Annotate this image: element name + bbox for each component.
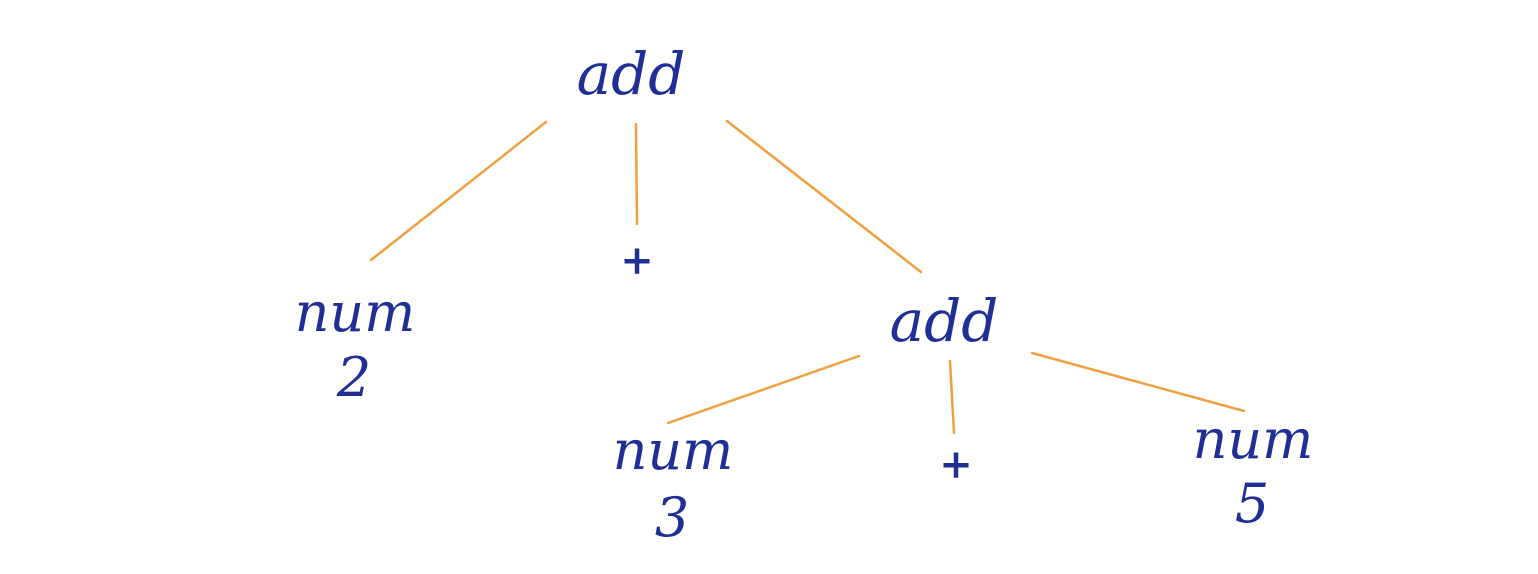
plus-2-label: +	[939, 441, 973, 488]
left-num-label: num	[295, 281, 416, 344]
inner-right-num-value: 5	[1235, 472, 1269, 535]
edge-root-to-inner-add	[725, 119, 923, 274]
edge-inner-add-to-num5	[1030, 351, 1246, 413]
root-add-label: add	[577, 40, 686, 108]
edge-root-to-num2	[369, 120, 548, 262]
inner-add-label: add	[890, 287, 999, 355]
left-num-value: 2	[336, 346, 371, 409]
plus-1-label: +	[620, 237, 654, 284]
edge-inner-add-to-plus2	[948, 359, 956, 435]
edge-root-to-plus1	[634, 122, 639, 226]
inner-right-num-label: num	[1193, 408, 1314, 471]
inner-left-num-value: 3	[655, 486, 689, 549]
inner-left-num-label: num	[613, 419, 734, 482]
edge-inner-add-to-num3	[666, 354, 861, 425]
